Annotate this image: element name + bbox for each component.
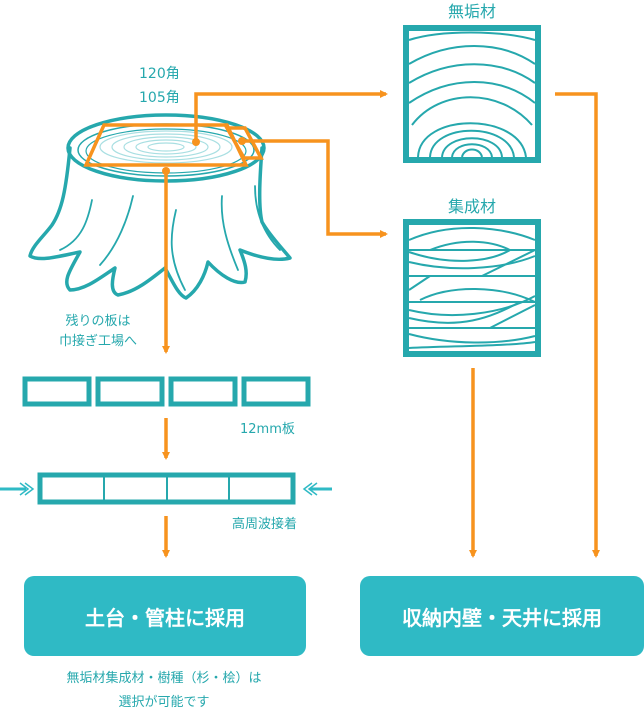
remaining-boards-label-line1: 残りの板は — [65, 314, 131, 329]
result-box-sill-pillar: 土台・管柱に採用 — [24, 576, 306, 656]
double-chevron-icon — [0, 482, 332, 496]
flow-lines — [162, 90, 600, 558]
solid-wood-grain-icon — [403, 25, 541, 163]
board-icon — [22, 376, 311, 407]
laminated-wood-grain-icon — [403, 219, 541, 357]
species-note-line2: 選択が可能です — [118, 695, 210, 710]
glued-board-icon — [37, 472, 296, 505]
result-box-storage-ceiling: 収納内壁・天井に採用 — [360, 576, 644, 656]
cut-outline — [83, 123, 264, 167]
board-thickness-label: 12mm板 — [240, 422, 295, 437]
size-label-120: 120角 — [139, 66, 180, 82]
species-note-line1: 無垢材集成材・樹種（杉・桧）は — [66, 671, 262, 686]
remaining-boards-label-line2: 巾接ぎ工場へ — [58, 334, 137, 349]
solid-wood-title: 無垢材 — [447, 2, 496, 21]
glue-method-label: 高周波接着 — [232, 517, 298, 532]
size-label-105: 105角 — [139, 90, 180, 106]
laminated-wood-title: 集成材 — [447, 197, 496, 216]
